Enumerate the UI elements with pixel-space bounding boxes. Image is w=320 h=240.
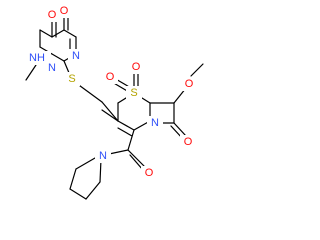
bond bbox=[39, 29, 53, 38]
bond bbox=[117, 127, 133, 137]
bond bbox=[51, 29, 65, 38]
oxygen-atom-label: O bbox=[145, 167, 154, 179]
bond bbox=[51, 53, 65, 62]
bond bbox=[129, 154, 144, 171]
bond bbox=[69, 188, 87, 200]
bond bbox=[85, 181, 101, 200]
nitrogen-atom-label: N bbox=[99, 150, 107, 162]
bond bbox=[117, 120, 135, 131]
sulfur-atom-label: S bbox=[68, 73, 75, 85]
oxygen-atom-label: O bbox=[185, 78, 194, 90]
bond bbox=[173, 122, 187, 137]
bond bbox=[25, 64, 37, 81]
bond bbox=[108, 149, 129, 155]
nitrogen-hydrogen-label: NH bbox=[29, 52, 45, 64]
bond bbox=[127, 149, 145, 167]
bond bbox=[127, 129, 135, 151]
sulfur-atom-label: S bbox=[130, 87, 137, 99]
bond bbox=[101, 109, 119, 122]
oxygen-atom-label: O bbox=[48, 9, 57, 21]
oxygen-atom-label: O bbox=[184, 136, 193, 148]
oxygen-atom-label: O bbox=[106, 71, 115, 83]
nitrogen-atom-label: N bbox=[151, 117, 159, 129]
oxygen-atom-label: O bbox=[132, 61, 141, 73]
nitrogen-atom-label: N bbox=[72, 50, 80, 62]
atom-labels: O O NH N N S O O S O N O O N bbox=[23, 4, 197, 180]
oxygen-atom-label: O bbox=[60, 5, 69, 17]
bond bbox=[69, 168, 77, 190]
nitrogen-atom-label: N bbox=[48, 62, 56, 74]
bond bbox=[190, 63, 204, 77]
bond bbox=[75, 157, 96, 170]
bond bbox=[63, 29, 77, 38]
molecule-structure-diagram: O O NH N N S O O S O N O O N bbox=[23, 4, 204, 200]
bond bbox=[101, 101, 119, 122]
bonds bbox=[25, 14, 204, 200]
